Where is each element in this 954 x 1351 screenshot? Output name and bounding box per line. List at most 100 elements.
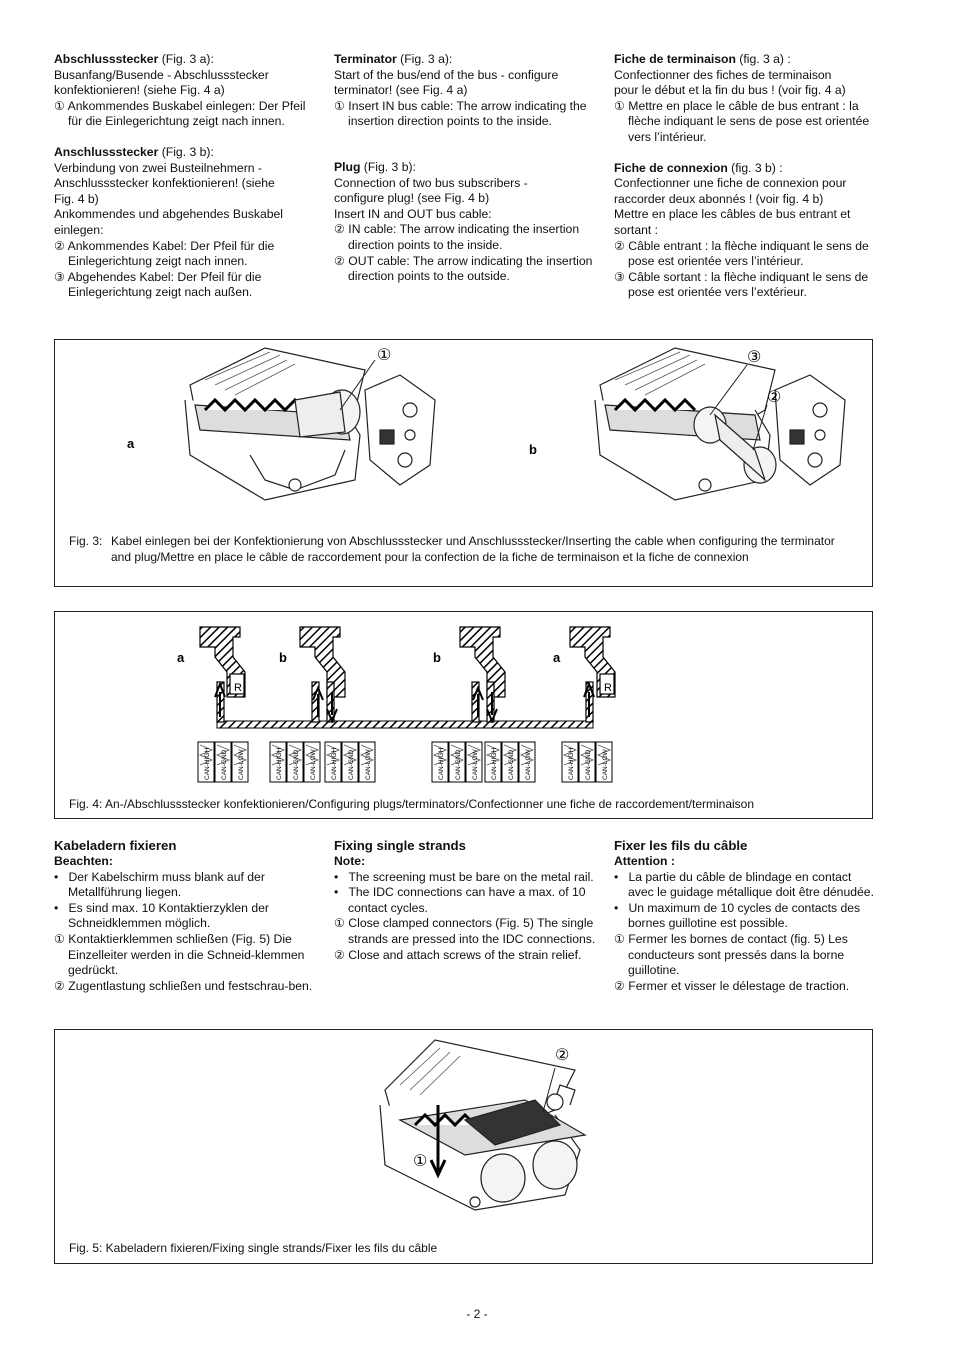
terminal-wire-pattern: [304, 744, 320, 766]
heading-fixer: Fixer les fils du câble: [614, 838, 748, 853]
terminal-wire-pattern: [519, 744, 535, 766]
text-line: Busanfang/Busende - Abschlussstecker: [54, 67, 269, 82]
fig-ref: (fig. 3 b) :: [727, 160, 783, 175]
heading-fiche-terminaison: Fiche de terminaison: [614, 52, 736, 66]
terminal-wire-pattern: [198, 744, 214, 766]
terminal-label: CAN-LOW: [365, 748, 372, 780]
resistor-label-2: R: [604, 682, 612, 694]
step-3: ③ Abgehendes Kabel: Der Pfeil für die Ei…: [54, 269, 262, 300]
terminal-cell: [341, 741, 359, 783]
text-line: configure plug! (see Fig. 4 b): [334, 191, 490, 206]
heading-plug: Plug: [334, 159, 361, 174]
text-line: raccorder deux abonnés ! (voir fig. 4 b): [614, 191, 824, 206]
step-1: ① Mettre en place le câble de bus entran…: [614, 98, 870, 144]
text-line: terminator! (see Fig. 4 a): [334, 83, 468, 98]
step-3: ③ Câble sortant : la flèche indiquant le…: [614, 269, 869, 300]
plug-b-2: [459, 626, 506, 724]
fig3-illustration: ① a ③ ② b: [127, 347, 846, 501]
column-fr-mid: Fixer les fils du câble Attention : • La…: [614, 837, 874, 994]
callout-2: ②: [555, 1047, 569, 1064]
terminal-cell: [561, 741, 579, 783]
terminal-label: CAN-GND: [585, 749, 592, 780]
text-line: Confectionner une fiche de connexion pou…: [614, 176, 847, 191]
column-en-top: Terminator (Fig. 3 a): Start of the bus/…: [334, 52, 599, 285]
fig-ref: (fig. 3 a) :: [735, 52, 791, 66]
text-line: Ankommendes und abgehendes Buskabel: [54, 207, 284, 222]
figure-3: ① a ③ ② b Fig. 3: Kabel einlegen bei der…: [54, 339, 873, 587]
fig4-caption: Fig. 4: An-/Abschlussstecker konfektioni…: [69, 797, 755, 811]
heading-kabeladern: Kabeladern fixieren: [54, 838, 177, 853]
heading-anschlussstecker: Anschlussstecker: [54, 144, 159, 159]
terminal-wire-pattern: [596, 744, 612, 766]
step-1: ① Ankommendes Buskabel einlegen: Der Pfe…: [54, 98, 306, 129]
text-line: Confectionner des fiches de terminaison: [614, 67, 832, 82]
bullet-item: • Der Kabelschirm muss blank auf der Met…: [54, 869, 265, 900]
terminal-label: CAN-LOW: [238, 748, 245, 780]
plug-b-1: [299, 626, 346, 724]
figure-5: ② ① Fig. 5: Kabeladern fixieren/Fixing s…: [54, 1029, 873, 1264]
terminal-cell: [197, 741, 215, 783]
terminal-cell: [324, 741, 342, 783]
step-2: ② IN cable: The arrow indicating the ins…: [334, 222, 580, 252]
fig-ref: (Fig. 3 a):: [158, 52, 214, 66]
page-number: - 2 -: [466, 1307, 488, 1321]
terminal-label: CAN-GND: [293, 749, 300, 780]
terminal-wire-pattern: [485, 744, 501, 766]
fig4-label-a-2: a: [553, 650, 561, 665]
step-1: ① Kontaktierklemmen schließen (Fig. 5) D…: [54, 931, 305, 978]
bullet-item: • La partie du câble de blindage en cont…: [614, 869, 874, 900]
terminal-wire-pattern: [287, 744, 303, 766]
fig5-caption: Fig. 5: Kabeladern fixieren/Fixing singl…: [69, 1241, 438, 1255]
column-fr-top: Fiche de terminaison (fig. 3 a) : Confec…: [614, 52, 884, 301]
callout-2: ②: [767, 389, 781, 406]
terminal-label: CAN-HIGH: [276, 748, 283, 780]
terminal-cell: [286, 741, 304, 783]
terminal-label: CAN-GND: [348, 749, 355, 780]
terminal-label: CAN-HIGH: [568, 748, 575, 780]
terminal-wire-pattern: [502, 744, 518, 766]
fig5-illustration: ② ①: [379, 1039, 587, 1211]
step-1: ① Fermer les bornes de contact (fig. 5) …: [614, 931, 848, 978]
terminal-label: CAN-LOW: [525, 748, 532, 780]
terminal-wire-pattern: [562, 744, 578, 766]
text-line: Mettre en place les câbles de bus entran…: [614, 207, 851, 222]
terminal-cell: [578, 741, 596, 783]
heading-abschlussstecker: Abschlussstecker: [54, 52, 159, 66]
step-2-out: ② OUT cable: The arrow indicating the in…: [334, 253, 593, 284]
terminal-cell: [431, 741, 449, 783]
fig-ref: (Fig. 3 a):: [396, 52, 453, 66]
terminal-wire-pattern: [325, 744, 341, 766]
terminal-label: CAN-LOW: [602, 748, 609, 780]
terminal-label: CAN-LOW: [472, 748, 479, 780]
terminal-blocks: CAN-HIGH CAN-GND CAN-LOW CAN-HIGH CAN-GND CAN…: [197, 741, 613, 783]
terminal-cell: [214, 741, 232, 783]
bullet-item: • Es sind max. 10 Kontaktierzyklen der S…: [54, 900, 269, 931]
fig4-label-b: b: [279, 650, 287, 665]
step-2: ② Câble entrant : la flèche indiquant le…: [614, 238, 869, 269]
fig4-label-b-2: b: [433, 650, 441, 665]
terminal-wire-pattern: [466, 744, 482, 766]
heading-fixing: Fixing single strands: [334, 838, 466, 853]
terminal-wire-pattern: [449, 744, 465, 766]
terminal-cell: [465, 741, 483, 783]
resistor-label: R: [234, 682, 242, 694]
column-de-mid: Kabeladern fixieren Beachten: • Der Kabe…: [54, 837, 319, 994]
heading-fiche-connexion: Fiche de connexion: [614, 160, 728, 175]
text-line: Verbindung von zwei Busteilnehmern -: [54, 160, 262, 175]
terminal-label: CAN-GND: [221, 749, 228, 780]
text-line: pour le début et la fin du bus ! (voir f…: [614, 83, 846, 98]
text-line: Start of the bus/end of the bus - config…: [334, 67, 559, 82]
step-2: ② Fermer et visser le délestage de tract…: [614, 978, 850, 993]
connector-a-drawing: [184, 347, 436, 501]
callout-1: ①: [377, 347, 391, 364]
note-label: Attention :: [614, 854, 675, 868]
text-line: Anschlussstecker konfektionieren! (siehe: [54, 176, 275, 191]
terminal-cell: [595, 741, 613, 783]
terminal-label: CAN-HIGH: [491, 748, 498, 780]
bullet-item: • Un maximum de 10 cycles de contacts de…: [614, 900, 861, 931]
connector-b-drawing: [594, 347, 846, 501]
fig-ref: (Fig. 3 b):: [360, 159, 416, 174]
text-line: Connection of two bus subscribers -: [334, 175, 528, 190]
terminal-label: CAN-LOW: [310, 748, 317, 780]
